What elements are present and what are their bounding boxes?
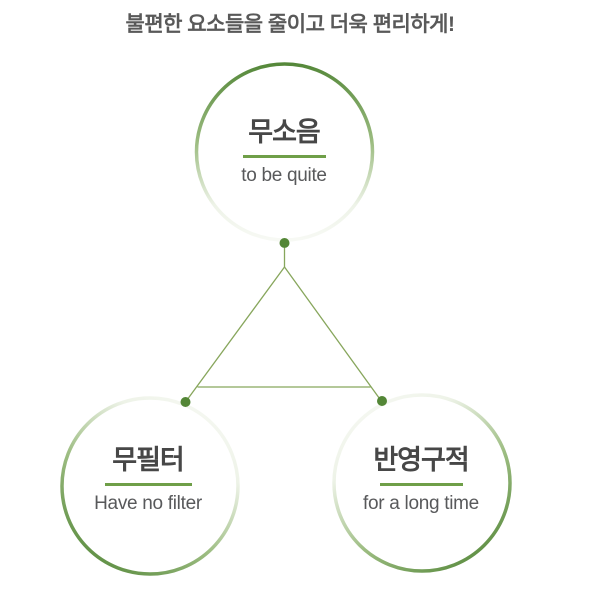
node-subtitle: for a long time (363, 493, 479, 515)
connector-left-side (184, 266, 286, 403)
page-title: 불편한 요소들을 줄이고 더욱 편리하게! (125, 13, 455, 36)
node-heading: 반영구적 (373, 445, 469, 475)
heading-underline (379, 483, 463, 487)
connector-triangle (184, 248, 383, 403)
node-subtitle: to be quite (241, 165, 327, 187)
heading-underline (104, 483, 192, 487)
node-subtitle: Have no filter (94, 493, 202, 515)
circle-ring-bottom-left (60, 396, 240, 576)
node-silent: 무소음 to be quite (164, 117, 404, 187)
node-heading: 무필터 (112, 445, 185, 475)
vertex-dot-left (180, 397, 191, 407)
connector-right-side (283, 266, 383, 403)
circle-ring-bottom-right (332, 393, 512, 573)
vertex-dot-top (279, 238, 290, 248)
vertex-dot-right (377, 396, 387, 406)
heading-underline (242, 155, 326, 159)
node-no-filter: 무필터 Have no filter (28, 445, 268, 515)
node-semi-permanent: 반영구적 for a long time (301, 445, 541, 515)
node-heading: 무소음 (248, 117, 321, 147)
